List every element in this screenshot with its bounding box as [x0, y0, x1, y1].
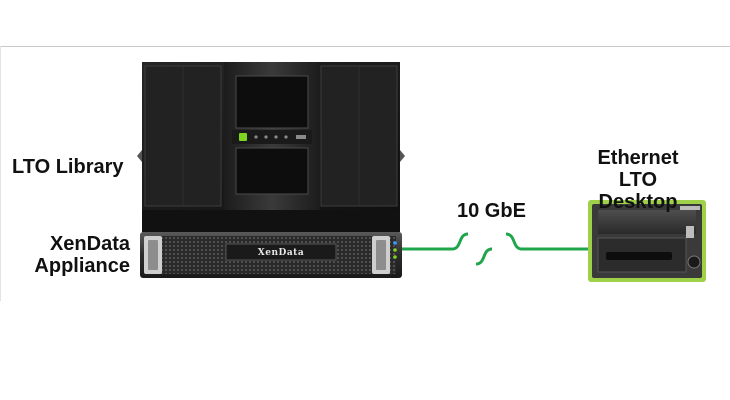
link-speed-text: 10 GbE	[457, 200, 526, 222]
library-upper-window	[235, 75, 309, 129]
ethernet-label-line1: Ethernet LTO	[597, 147, 679, 191]
link-break-mid	[475, 247, 493, 266]
xendata-appliance-graphic	[140, 232, 402, 278]
library-base	[142, 210, 400, 232]
ethernet-desktop-label: Ethernet LTO Desktop	[576, 147, 700, 213]
library-label: LTO Library	[12, 156, 124, 178]
library-label-text: LTO Library	[12, 156, 124, 178]
appliance-label-line1: XenData	[49, 233, 130, 255]
library-lower-window	[235, 147, 309, 195]
ethernet-label-line2: Desktop	[598, 191, 678, 213]
network-link	[402, 232, 590, 266]
ethernet-lto-desktop-graphic	[588, 200, 706, 282]
status-led-icon	[239, 133, 247, 141]
lto-library-graphic	[137, 62, 405, 232]
eject-button-icon	[687, 255, 701, 269]
power-led-icon	[393, 241, 397, 245]
link-speed-label: 10 GbE	[457, 200, 526, 222]
top-divider	[0, 46, 730, 47]
appliance-label: XenData Appliance	[22, 233, 130, 277]
link-break-right	[505, 232, 523, 251]
library-control-strip	[232, 130, 312, 144]
appliance-brand-label: XenData	[257, 248, 305, 258]
appliance-label-line2: Appliance	[34, 255, 130, 277]
tape-slot	[606, 252, 672, 260]
link-break-left	[451, 232, 469, 251]
left-divider	[0, 46, 1, 301]
